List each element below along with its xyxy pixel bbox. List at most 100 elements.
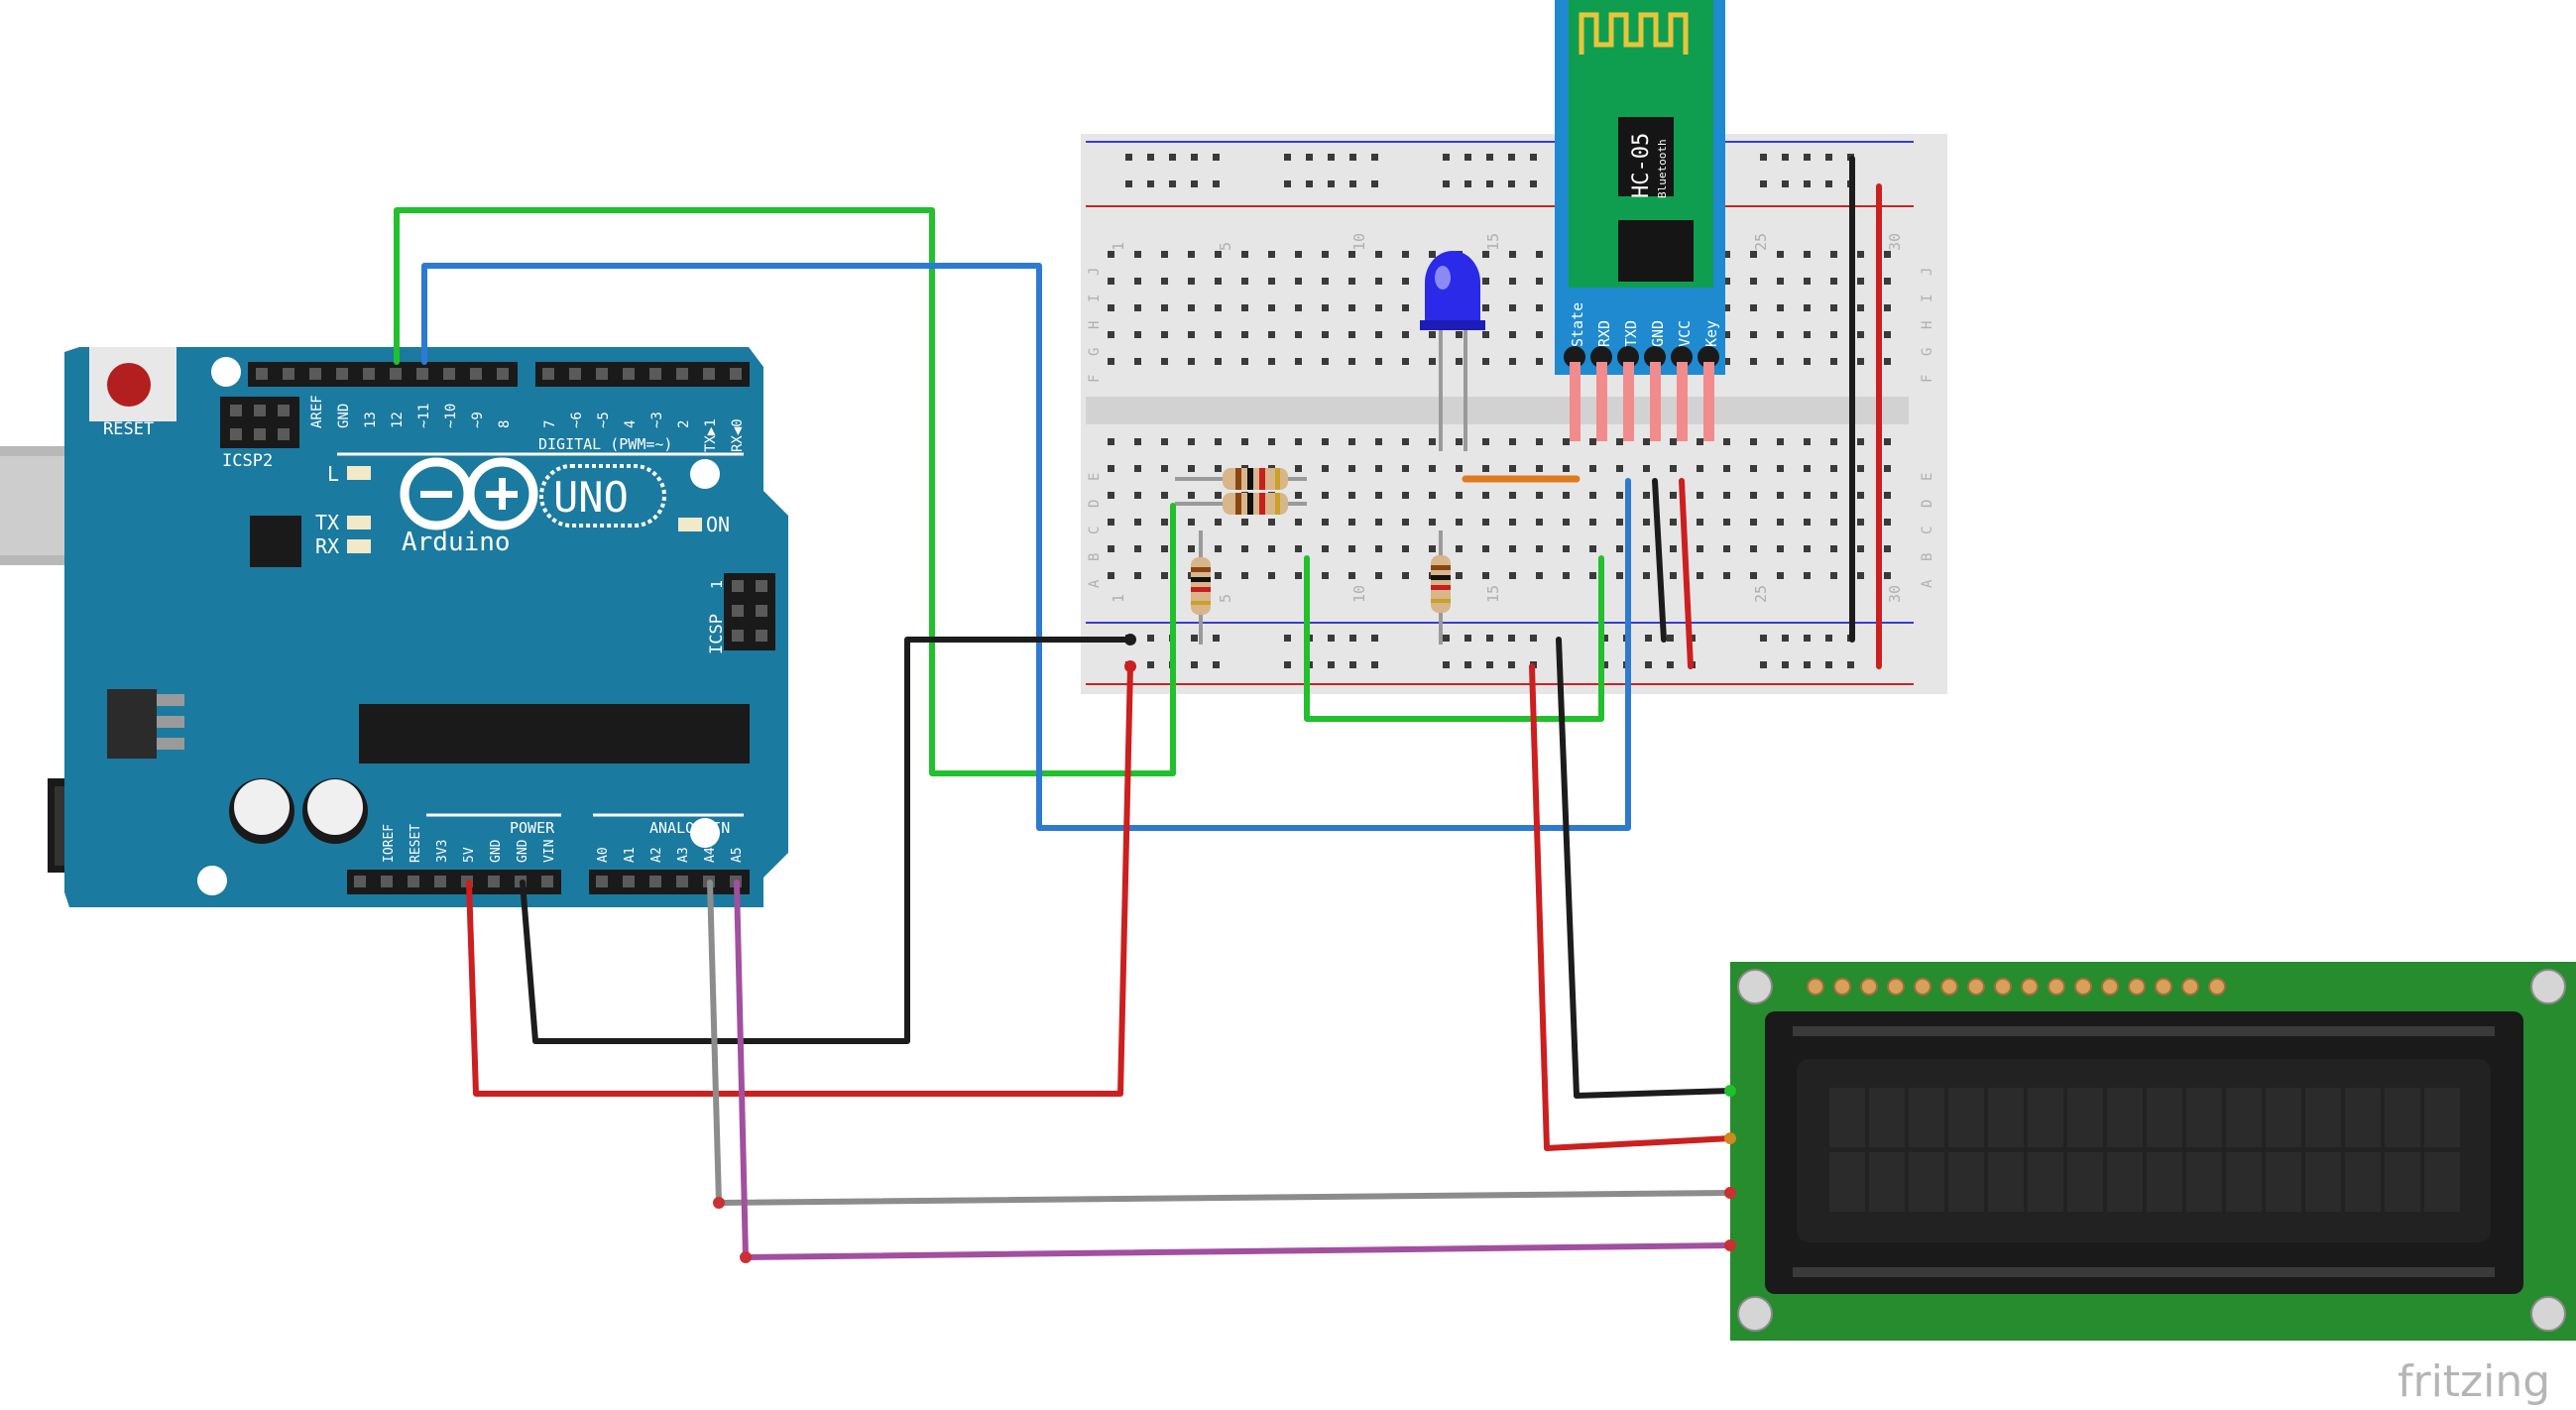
lcd-cell: [2067, 1088, 2103, 1147]
hc05-pin-vcc: VCC: [1676, 320, 1694, 347]
led-l: [347, 466, 371, 480]
row-label-d-right: D: [1920, 500, 1935, 508]
rail-hole: [1191, 635, 1198, 642]
digital-header-right: [535, 362, 750, 387]
pin-label-gnd: GND: [336, 404, 352, 428]
icsp-label: ICSP: [707, 614, 727, 654]
wire-red-lcd-vcc: [1529, 663, 1733, 1151]
rail-hole: [1125, 180, 1132, 187]
rail-hole: [1464, 180, 1471, 187]
lcd-cell: [1948, 1088, 1984, 1147]
led-rx-label: RX: [315, 534, 339, 558]
led-l-label: L: [327, 462, 339, 486]
hc05-header-pins: [1564, 346, 1719, 441]
pin-label-ioref: IOREF: [382, 824, 397, 863]
lcd-cell: [2385, 1152, 2420, 1212]
pin-label-10: ~10: [443, 404, 459, 428]
rail-hole: [1147, 154, 1154, 161]
rail-hole: [1328, 661, 1335, 668]
rail-hole: [1371, 635, 1378, 642]
rail-hole: [1464, 635, 1471, 642]
rail-hole: [1530, 154, 1537, 161]
icsp-header: [724, 573, 775, 650]
resistor-horizontal-1: [1175, 468, 1307, 490]
wire-green-pin12: [394, 207, 1176, 776]
rail-hole: [1486, 154, 1493, 161]
rail-hole: [1213, 154, 1220, 161]
pin-label-8: 8: [497, 420, 513, 428]
pin-label-11: ~11: [416, 404, 432, 428]
row-label-g-right: G: [1920, 348, 1935, 356]
usb-chip: [250, 516, 301, 567]
lcd-cell: [2067, 1152, 2103, 1212]
row-label-j-right: J: [1920, 268, 1935, 276]
hc05-bluetooth-module: HC-05 Bluetooth State RXD TXD GND VCC Ke…: [1555, 0, 1725, 441]
rail-hole: [1213, 180, 1220, 187]
row-label-a-right: A: [1920, 579, 1935, 588]
row-label-h-left: H: [1087, 321, 1103, 329]
rail-hole: [1760, 180, 1767, 187]
lcd-cell: [2305, 1088, 2341, 1147]
antenna-icon: [1579, 12, 1689, 55]
pin-label-aref: AREF: [309, 395, 325, 428]
pin-label-0: RX◀0: [730, 418, 746, 452]
rail-hole: [1284, 180, 1291, 187]
rail-hole: [1847, 661, 1854, 668]
rail-hole: [1667, 635, 1674, 642]
rail-hole: [1486, 180, 1493, 187]
led-tx-label: TX: [315, 511, 339, 534]
lcd-cell: [2266, 1088, 2301, 1147]
col-label-30-top: 30: [1886, 233, 1904, 251]
rail-hole: [1147, 180, 1154, 187]
row-label-a-left: A: [1087, 579, 1103, 588]
rail-hole: [1371, 154, 1378, 161]
icsp2-label: ICSP2: [222, 451, 273, 471]
col-label-1-bottom: 1: [1110, 594, 1127, 603]
rail-hole: [1804, 180, 1811, 187]
pin-label-gnd-2: GND: [516, 839, 530, 863]
rail-hole: [1804, 635, 1811, 642]
rail-hole: [1825, 180, 1832, 187]
lcd-cell: [2186, 1152, 2222, 1212]
pin-label-7: 7: [542, 420, 558, 428]
row-label-e-right: E: [1920, 473, 1935, 481]
rail-hole: [1328, 635, 1335, 642]
rail-hole: [1804, 661, 1811, 668]
rail-hole: [1530, 180, 1537, 187]
pin-label-13: 13: [363, 411, 379, 428]
pin-label-a0: A0: [596, 847, 611, 863]
rail-hole: [1349, 661, 1356, 668]
rail-hole: [1328, 154, 1335, 161]
rail-hole: [1306, 180, 1313, 187]
rail-hole: [1486, 635, 1493, 642]
col-label-15-bottom: 15: [1484, 585, 1502, 603]
voltage-regulator: [107, 689, 157, 759]
rail-hole: [1645, 661, 1652, 668]
lcd-cell: [2028, 1088, 2063, 1147]
icsp-pin1-label: 1: [708, 580, 726, 589]
pin-label-reset: RESET: [409, 824, 423, 863]
rail-hole: [1782, 635, 1789, 642]
hc05-pin-key: Key: [1702, 320, 1720, 347]
rail-hole: [1213, 661, 1220, 668]
lcd-header-pins: [1807, 978, 2226, 996]
pin-label-9: ~9: [470, 411, 486, 428]
rail-hole: [1191, 154, 1198, 161]
hc05-subtitle: Bluetooth: [1656, 139, 1669, 198]
col-label-25-bottom: 25: [1752, 585, 1770, 603]
pin-label-5v: 5V: [462, 847, 477, 863]
lcd-cell: [1948, 1152, 1984, 1212]
row-label-j-left: J: [1087, 268, 1103, 276]
pin-label-12: 12: [390, 411, 406, 428]
rail-hole: [1349, 180, 1356, 187]
blue-led: [1420, 251, 1485, 451]
wire-black-lcd-gnd: [1556, 637, 1733, 1099]
rail-hole: [1601, 635, 1608, 642]
led-tx: [347, 516, 371, 529]
rail-hole: [1760, 661, 1767, 668]
analog-label: ANALOG IN: [649, 819, 730, 837]
rail-hole: [1782, 661, 1789, 668]
rail-hole: [1284, 154, 1291, 161]
col-label-10-top: 10: [1350, 233, 1368, 251]
rail-hole: [1443, 180, 1450, 187]
